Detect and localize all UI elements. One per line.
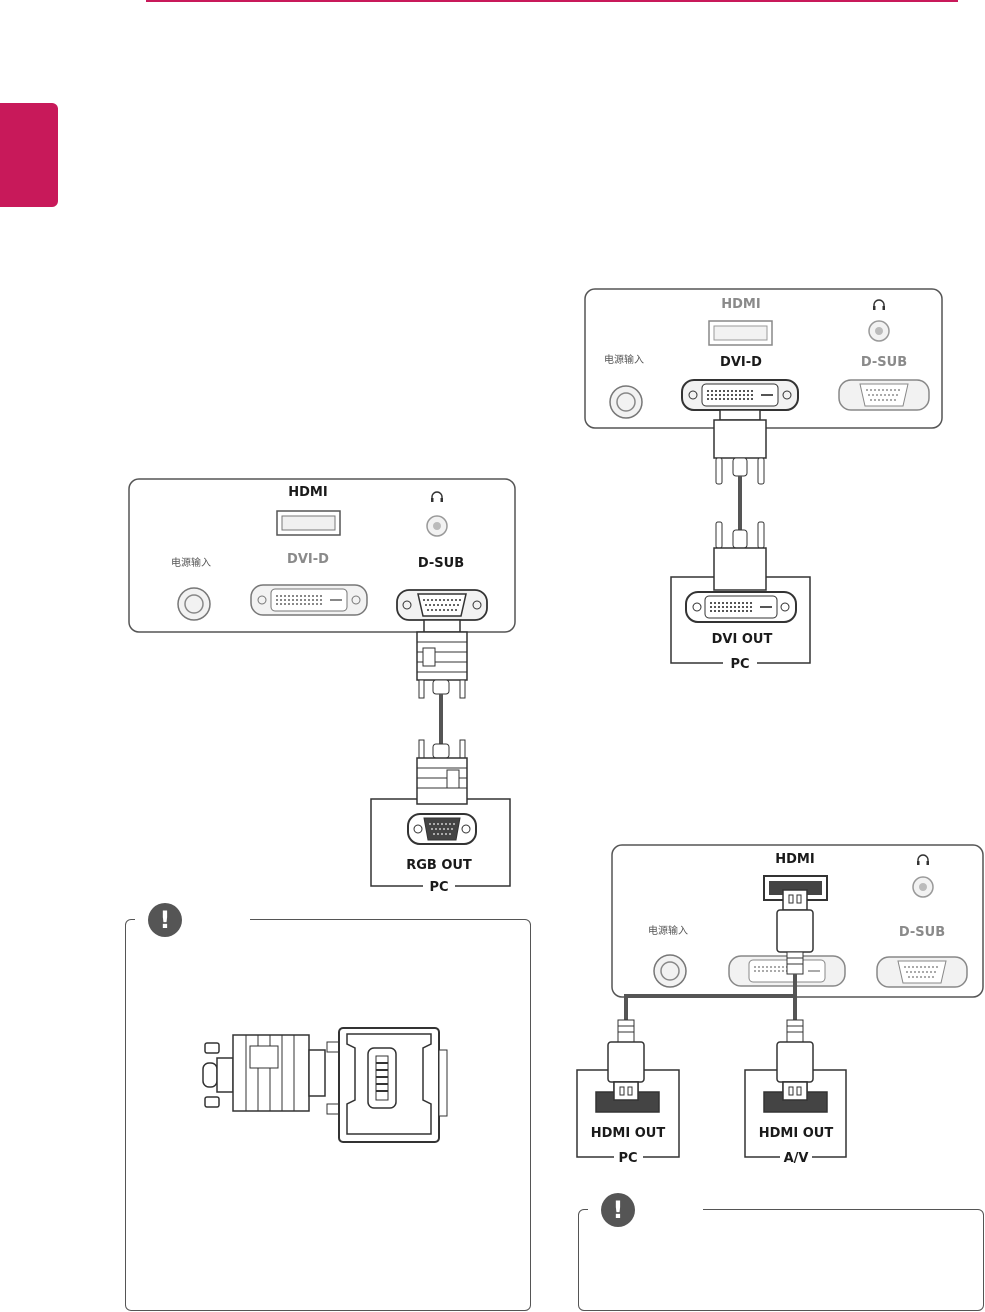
panel-hdmi-label-hdmi: HDMI — [775, 852, 814, 867]
dsub-port — [397, 590, 487, 620]
note-box-right — [578, 1209, 984, 1311]
panel-power-label-dvi: 电源输入 — [604, 353, 644, 366]
av-label: A/V — [784, 1151, 809, 1166]
panel-power-label: 电源输入 — [171, 556, 211, 569]
panel-dsub-label-dvi: D-SUB — [861, 355, 907, 370]
dvi-port-active — [682, 380, 798, 410]
pc-device-rgb: RGB OUT PC — [371, 799, 510, 895]
hdmi-out-label-av: HDMI OUT — [759, 1126, 834, 1141]
panel-dsub-label-hdmi: D-SUB — [899, 925, 945, 940]
dvi-out-label: DVI OUT — [712, 632, 773, 647]
dsub-cable — [417, 620, 467, 804]
hdmi-out-label-pc: HDMI OUT — [591, 1126, 666, 1141]
av-device-hdmi: HDMI OUT A/V — [745, 1070, 846, 1166]
panel-hdmi-label: HDMI — [288, 485, 327, 500]
pc-label-hdmi: PC — [618, 1151, 637, 1166]
panel-hdmi-label-dvi: HDMI — [721, 297, 760, 312]
dvi-port — [251, 585, 367, 615]
note-box-left — [125, 919, 531, 1311]
rgb-out-label: RGB OUT — [406, 858, 472, 873]
pc-device-dvi: DVI OUT PC — [671, 577, 810, 672]
pc-device-hdmi: HDMI OUT PC — [577, 1070, 679, 1166]
dvi-connection-diagram: HDMI 电源输入 DVI-D D-SUB — [585, 289, 942, 672]
panel-dsub-label: D-SUB — [418, 556, 464, 571]
panel-dvi-label: DVI-D — [287, 552, 329, 567]
panel-power-label-hdmi: 电源输入 — [648, 924, 688, 937]
pc-label-rgb: PC — [429, 880, 448, 895]
note-warning-icon: ! — [148, 903, 182, 937]
pc-label-dvi: PC — [730, 657, 749, 672]
note-warning-icon-2: ! — [601, 1193, 635, 1227]
power-port — [178, 588, 210, 620]
dvi-cable — [714, 410, 766, 590]
panel-dvi-label-dvi: DVI-D — [720, 355, 762, 370]
dsub-connection-diagram: HDMI 电源输入 DVI-D D-SUB — [129, 479, 515, 895]
hdmi-connection-diagram: HDMI 电源输入 D-SUB — [577, 845, 983, 1166]
